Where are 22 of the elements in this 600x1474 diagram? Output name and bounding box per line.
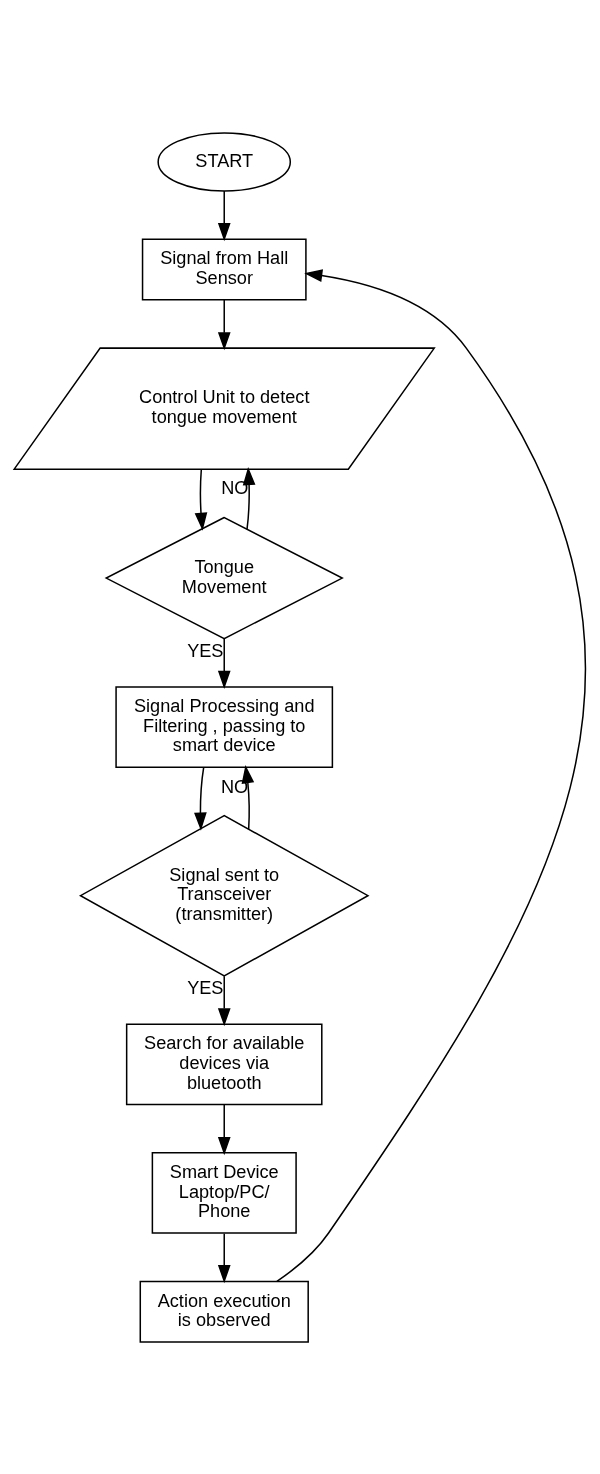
arrow — [242, 466, 256, 530]
edge-label: YES — [187, 977, 224, 998]
arrow — [217, 189, 231, 241]
node-box: Search for available devices via bluetooth — [125, 1023, 323, 1105]
arrow — [194, 766, 207, 831]
arrow — [194, 468, 208, 531]
arrow — [276, 268, 586, 1282]
node-box: Action execution is observed — [139, 1280, 309, 1343]
arrow — [217, 1103, 231, 1155]
arrow — [241, 764, 255, 830]
node-diamond: Signal sent to Transceiver (transmitter) — [79, 814, 370, 977]
node-box: Signal Processing and Filtering , passing to smart device — [115, 685, 334, 768]
node-box: Smart Device Laptop/PC/ Phone — [151, 1151, 297, 1234]
node-box: Signal from Hall Sensor — [141, 237, 307, 300]
arrow — [217, 298, 231, 350]
arrow — [217, 974, 231, 1026]
node-diamond: Tongue Movement — [104, 516, 344, 639]
arrow — [217, 1232, 231, 1283]
arrow — [217, 637, 231, 689]
edge-label: YES — [187, 640, 224, 661]
node-ellipse: START — [157, 131, 292, 192]
edge-label: NO — [220, 776, 249, 797]
